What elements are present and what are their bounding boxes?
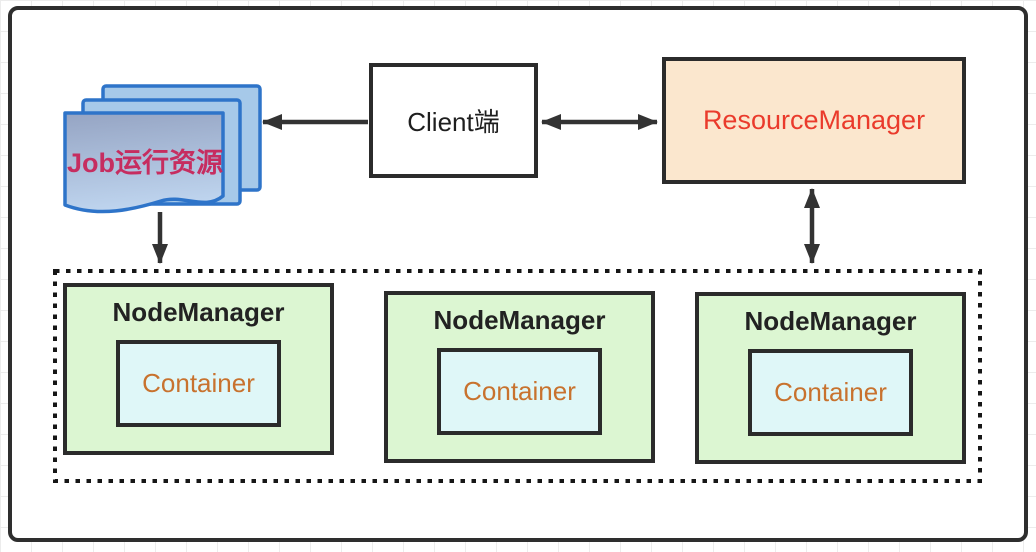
node-manager-1: NodeManager Container bbox=[63, 283, 334, 455]
container-2: Container bbox=[437, 348, 602, 435]
client-node: Client端 bbox=[369, 63, 538, 178]
node-manager-3: NodeManager Container bbox=[695, 292, 966, 464]
job-resources-label: Job运行资源 bbox=[67, 147, 223, 178]
node-manager-3-title: NodeManager bbox=[744, 306, 917, 336]
container-3-label: Container bbox=[774, 377, 887, 407]
container-1-label: Container bbox=[142, 368, 255, 398]
container-2-label: Container bbox=[463, 376, 576, 406]
document-sheet-front bbox=[63, 111, 225, 214]
container-1: Container bbox=[116, 340, 281, 427]
resource-manager-node: ResourceManager bbox=[662, 57, 966, 184]
job-resources-stack: Job运行资源 bbox=[63, 84, 262, 214]
node-manager-1-title: NodeManager bbox=[112, 297, 285, 327]
node-manager-2: NodeManager Container bbox=[384, 291, 655, 463]
container-3: Container bbox=[748, 349, 913, 436]
resource-manager-label: ResourceManager bbox=[702, 105, 926, 135]
client-label: Client端 bbox=[407, 107, 500, 137]
node-manager-2-title: NodeManager bbox=[433, 305, 606, 335]
